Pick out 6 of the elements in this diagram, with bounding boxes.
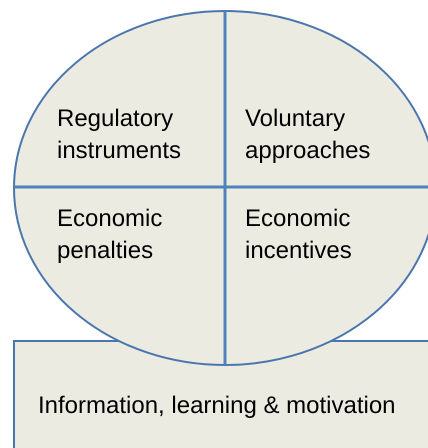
quadrant-label: Economic incentives (245, 203, 415, 267)
quadrant-label: Economic penalties (57, 203, 217, 267)
quadrant-label: Regulatory instruments (57, 103, 217, 167)
text-box (13, 340, 428, 448)
quadrant-label: Voluntary approaches (245, 103, 415, 167)
box-label: Information, learning & motivation (38, 391, 396, 421)
